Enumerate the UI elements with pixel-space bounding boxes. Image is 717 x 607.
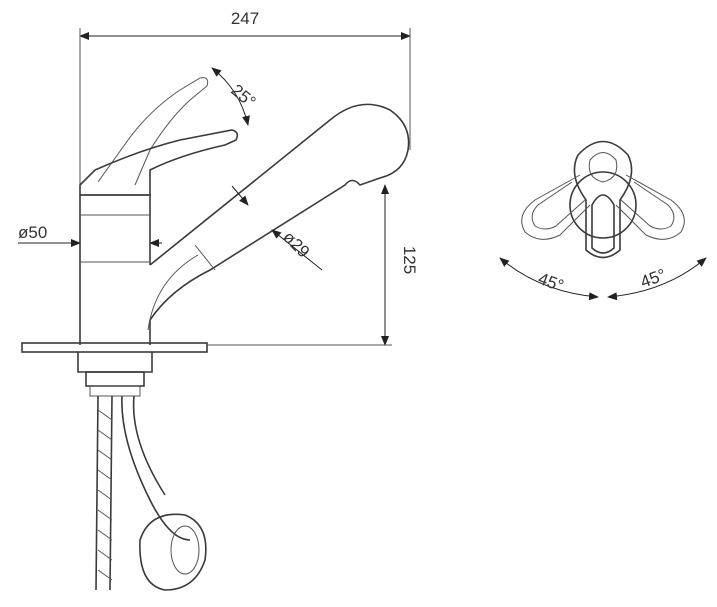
spout-diameter-label: ø29 — [279, 227, 313, 261]
length-label: 247 — [231, 9, 259, 28]
faucet-top-view — [521, 140, 685, 259]
body-diameter-label: ø50 — [18, 223, 47, 242]
body-diameter-dimension: ø50 — [18, 223, 162, 247]
faucet-side-view — [21, 77, 410, 591]
spout-height-label: 125 — [400, 246, 419, 274]
lever-angle-label: 25° — [227, 81, 259, 112]
rotation-left-label: 45° — [536, 269, 567, 296]
spout-height-dimension: 125 — [207, 184, 419, 346]
rotation-right-label: 45° — [638, 265, 669, 292]
lever-angle-dimension: 25° — [211, 67, 259, 126]
length-dimension: 247 — [79, 9, 411, 190]
rotation-angle-dimension: 45° 45° — [499, 257, 707, 301]
